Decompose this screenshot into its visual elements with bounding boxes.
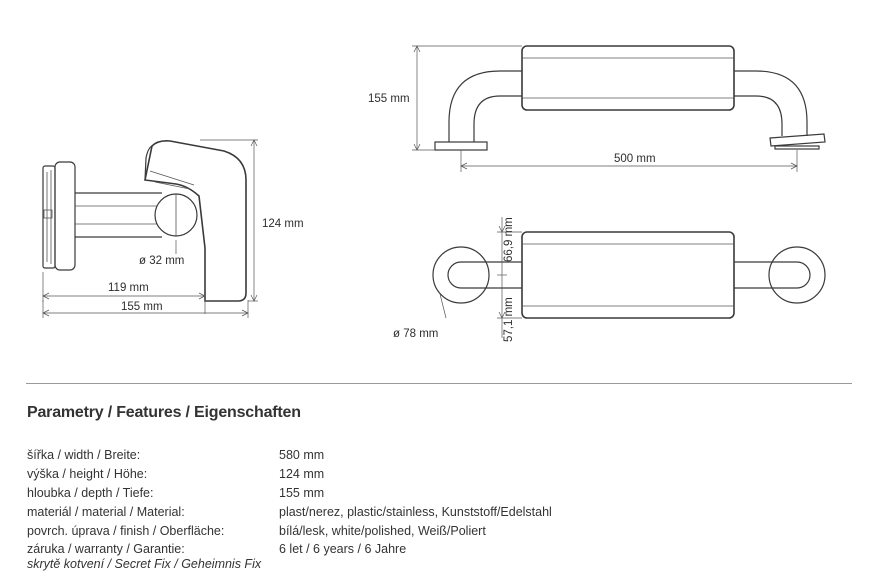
spec-value: 155 mm — [279, 485, 325, 500]
spec-value: plast/nerez, plastic/stainless, Kunststo… — [279, 504, 552, 519]
spec-value: 124 mm — [279, 467, 325, 482]
spec-label: hloubka / depth / Tiefe: — [27, 485, 154, 500]
spec-label: šířka / width / Breite: — [27, 448, 141, 463]
front-height-label: 155 mm — [368, 93, 410, 105]
spec-label: materiál / material / Material: — [27, 504, 185, 519]
plan-upper-offset-label: 66,9 mm — [503, 217, 515, 262]
front-width-label: 500 mm — [614, 153, 656, 165]
spec-row-warranty: záruka / warranty / Garantie: 6 let / 6 … — [27, 540, 847, 559]
side-height-label: 124 mm — [262, 218, 304, 230]
features-heading: Parametry / Features / Eigenschaften — [27, 404, 301, 421]
front-view: 155 mm 500 mm — [368, 45, 826, 172]
spec-row-height: výška / height / Höhe: 124 mm — [27, 465, 847, 484]
spec-row-width: šířka / width / Breite: 580 mm — [27, 446, 847, 465]
spec-row-material: materiál / material / Material: plast/ne… — [27, 502, 847, 521]
spec-row-finish: povrch. úprava / finish / Oberfläche: bí… — [27, 521, 847, 540]
side-view: 124 mm ø 32 mm 119 mm 155 mm — [42, 139, 304, 318]
spec-value: 6 let / 6 years / 6 Jahre — [279, 542, 407, 557]
spec-label: výška / height / Höhe: — [27, 467, 148, 482]
side-offset-label: 119 mm — [108, 282, 149, 294]
technical-drawing: 124 mm ø 32 mm 119 mm 155 mm — [42, 45, 826, 342]
plan-lower-offset-label: 57,1 mm — [503, 297, 515, 342]
spec-list: šířka / width / Breite: 580 mm výška / h… — [27, 446, 847, 559]
secret-fix-note: skrytě kotvení / Secret Fix / Geheimnis … — [27, 557, 262, 571]
spec-value: 580 mm — [279, 448, 325, 463]
spec-label: povrch. úprava / finish / Oberfläche: — [27, 523, 225, 538]
plan-view: 66,9 mm 57,1 mm ø 78 mm — [393, 217, 826, 342]
spec-value: bílá/lesk, white/polished, Weiß/Poliert — [279, 523, 486, 538]
section-divider — [26, 383, 852, 384]
spec-row-depth: hloubka / depth / Tiefe: 155 mm — [27, 484, 847, 503]
side-diameter-label: ø 32 mm — [139, 255, 184, 267]
side-depth-label: 155 mm — [121, 301, 163, 313]
plan-diameter-label: ø 78 mm — [393, 328, 438, 340]
spec-label: záruka / warranty / Garantie: — [27, 542, 185, 557]
